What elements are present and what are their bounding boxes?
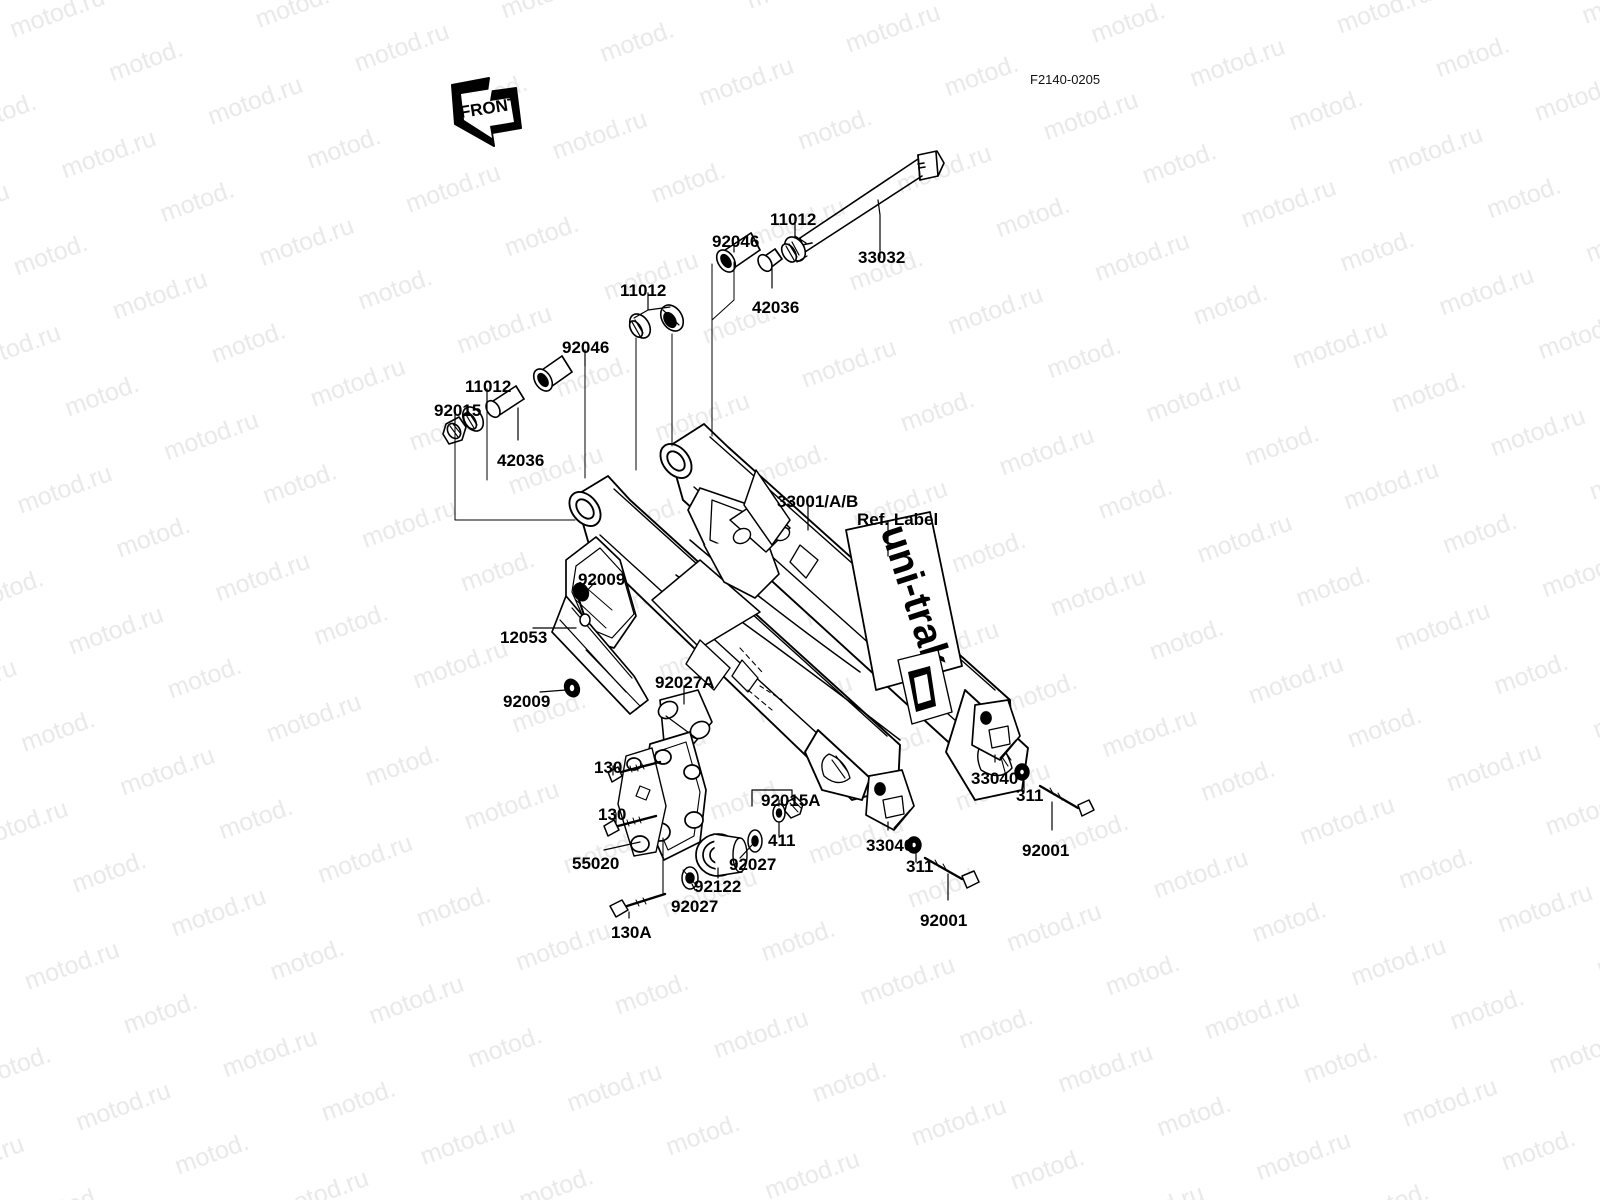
part-33032-pivot-shaft — [799, 150, 945, 253]
callout-92001: 92001 — [1022, 841, 1070, 860]
part-42036-collar-top — [757, 248, 783, 273]
callout-ref--label: Ref. Label — [857, 510, 939, 529]
part-92027A-tie-rod — [657, 689, 713, 749]
diagram-code: F2140-0205 — [1030, 72, 1101, 87]
callout-33032: 33032 — [858, 248, 906, 267]
part-33001-swingarm — [568, 423, 1029, 801]
part-33040-adjuster-upper — [971, 699, 1021, 761]
part-11012-cap-mid — [628, 304, 685, 339]
callout-92009: 92009 — [503, 692, 551, 711]
callout-130a: 130A — [611, 923, 652, 942]
part-55020-linkage-plate — [617, 731, 707, 861]
callout-55020: 55020 — [572, 854, 620, 873]
part-uni-trak-decal: uni-trak — [845, 511, 963, 725]
callout-311: 311 — [906, 857, 934, 876]
callout-33040: 33040 — [866, 836, 914, 855]
callout-92027: 92027 — [671, 897, 719, 916]
callout-92009: 92009 — [578, 570, 626, 589]
callout-42036: 42036 — [497, 451, 545, 470]
callout-92015a: 92015A — [761, 791, 821, 810]
part-33040-adjuster-lower — [865, 769, 915, 831]
part-92009-screw-lower — [563, 678, 581, 698]
part-311-washer-lower — [906, 836, 922, 854]
front-arrow-icon: FRONT — [451, 77, 522, 147]
part-11012-cap-top — [780, 235, 808, 263]
callout-92027a: 92027A — [655, 673, 715, 692]
callout-42036: 42036 — [752, 298, 800, 317]
callout-12053: 12053 — [500, 628, 548, 647]
callout-33001-a-b: 33001/A/B — [777, 492, 859, 511]
part-11012-cap-left — [461, 406, 485, 432]
callout-92122: 92122 — [694, 877, 742, 896]
part-92001-bolt-upper — [1038, 784, 1095, 817]
part-311-washer-upper — [1014, 763, 1030, 781]
leader-lines — [454, 199, 1053, 919]
part-92015A-nut — [784, 796, 804, 819]
part-92001-bolt-lower — [923, 856, 980, 889]
callout-411: 411 — [768, 831, 796, 850]
part-92009-screw-upper — [572, 582, 591, 627]
callout-130: 130 — [598, 805, 627, 824]
callout-11012: 11012 — [770, 210, 817, 229]
part-92046-bushing-top — [715, 232, 761, 273]
callout-92046: 92046 — [562, 338, 610, 357]
callout-11012: 11012 — [465, 377, 512, 396]
callout-92027: 92027 — [729, 855, 777, 874]
callout-11012: 11012 — [620, 281, 667, 300]
callout-92015: 92015 — [434, 401, 482, 420]
part-130-bolt-upper — [607, 760, 662, 783]
part-92046-bushing-left — [532, 355, 573, 392]
callout-92001: 92001 — [920, 911, 968, 930]
part-92027-collar-right — [747, 829, 763, 853]
part-92027-collar-bottom — [681, 866, 699, 890]
callout-92046: 92046 — [712, 232, 760, 251]
callout-130: 130 — [594, 758, 623, 777]
part-92122-bearing — [695, 833, 748, 877]
part-42036-collar-left — [485, 385, 525, 419]
part-130-bolt-lower — [603, 814, 658, 837]
part-130A-bolt — [609, 837, 667, 918]
callout-33040: 33040 — [971, 769, 1019, 788]
callout-311: 311 — [1016, 786, 1044, 805]
